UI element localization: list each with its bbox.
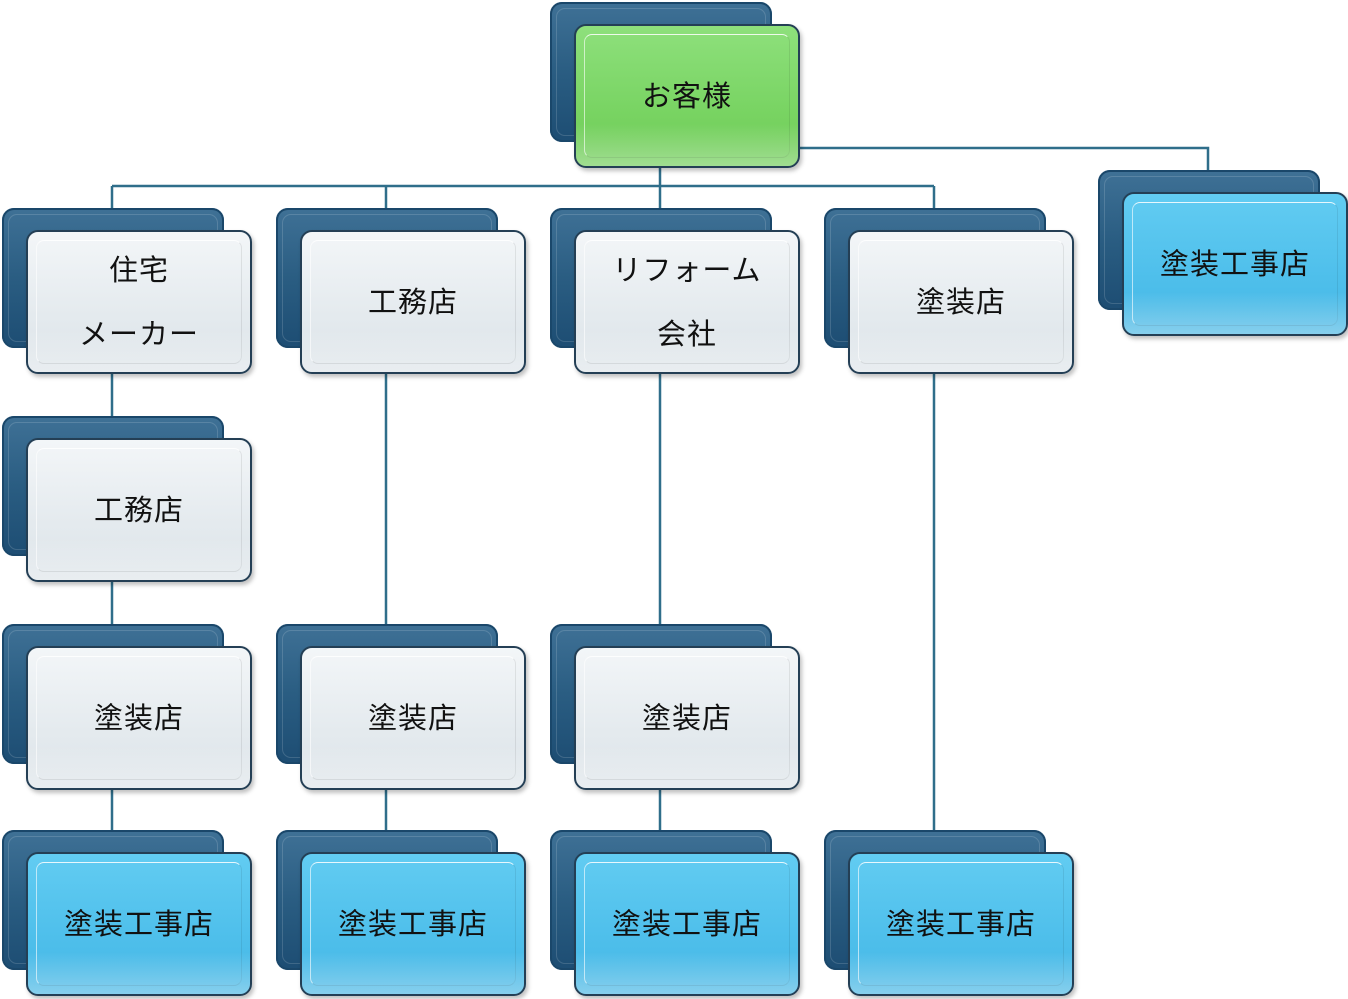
col4-level4-label: 塗装工事店: [885, 907, 1036, 941]
col1-level2-node[interactable]: 工務店: [2, 416, 252, 584]
side-node-card: 塗装工事店: [1122, 192, 1348, 336]
col3-level1-card: リフォーム 会社: [574, 230, 800, 374]
col2-level1-node[interactable]: 工務店: [276, 208, 526, 376]
col4-level4-node[interactable]: 塗装工事店: [824, 830, 1074, 998]
col1-level2-label: 工務店: [93, 493, 184, 527]
side-node[interactable]: 塗装工事店: [1098, 170, 1348, 338]
col1-level1-card: 住宅 メーカー: [26, 230, 252, 374]
col4-level1-label: 塗装店: [915, 285, 1006, 319]
col3-level3-node[interactable]: 塗装店: [550, 624, 800, 792]
col2-level4-node[interactable]: 塗装工事店: [276, 830, 526, 998]
col3-level4-node[interactable]: 塗装工事店: [550, 830, 800, 998]
col3-level4-label: 塗装工事店: [611, 907, 762, 941]
col4-level1-node[interactable]: 塗装店: [824, 208, 1074, 376]
col3-level1-label: リフォーム 会社: [612, 253, 762, 351]
root-node-card: お客様: [574, 24, 800, 168]
col2-level4-label: 塗装工事店: [337, 907, 488, 941]
col4-level1-card: 塗装店: [848, 230, 1074, 374]
col2-level1-label: 工務店: [367, 285, 458, 319]
col3-level1-node[interactable]: リフォーム 会社: [550, 208, 800, 376]
root-node-label: お客様: [641, 79, 732, 113]
col2-level4-card: 塗装工事店: [300, 852, 526, 996]
col1-level1-node[interactable]: 住宅 メーカー: [2, 208, 252, 376]
col2-level3-node[interactable]: 塗装店: [276, 624, 526, 792]
col1-level3-node[interactable]: 塗装店: [2, 624, 252, 792]
col2-level3-label: 塗装店: [367, 701, 458, 735]
col1-level2-card: 工務店: [26, 438, 252, 582]
col1-level4-label: 塗装工事店: [63, 907, 214, 941]
col1-level4-card: 塗装工事店: [26, 852, 252, 996]
root-node[interactable]: お客様: [550, 2, 800, 170]
col1-level1-label: 住宅 メーカー: [78, 253, 199, 351]
col2-level3-card: 塗装店: [300, 646, 526, 790]
col4-level4-card: 塗装工事店: [848, 852, 1074, 996]
connector-root-side: [797, 146, 1210, 172]
col1-level3-card: 塗装店: [26, 646, 252, 790]
col3-level3-card: 塗装店: [574, 646, 800, 790]
col3-level3-label: 塗装店: [641, 701, 732, 735]
col3-level4-card: 塗装工事店: [574, 852, 800, 996]
col1-level3-label: 塗装店: [93, 701, 184, 735]
side-node-label: 塗装工事店: [1159, 247, 1310, 281]
col1-level4-node[interactable]: 塗装工事店: [2, 830, 252, 998]
col2-level1-card: 工務店: [300, 230, 526, 374]
